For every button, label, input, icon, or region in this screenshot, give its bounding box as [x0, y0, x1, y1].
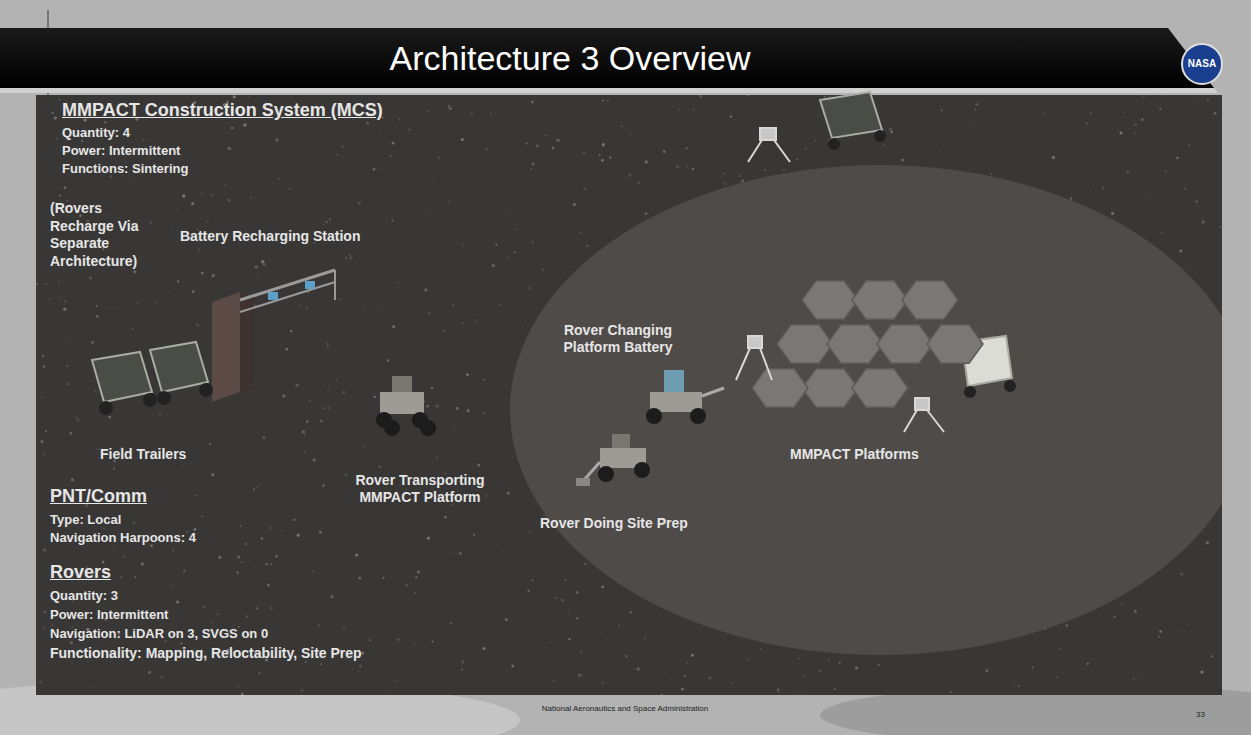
spec-line: Quantity: 3: [50, 588, 118, 604]
rover: [376, 376, 436, 436]
spec-line: Type: Local: [50, 512, 121, 528]
page-number: 33: [1196, 710, 1205, 720]
spec-line: Power: Intermittent: [50, 607, 168, 623]
callout-label: Rover Changing Platform Battery: [538, 322, 698, 356]
slide-title: Architecture 3 Overview: [330, 38, 810, 79]
rover: [646, 370, 724, 424]
field-trailer: [92, 342, 213, 415]
section-heading: PNT/Comm: [50, 486, 147, 508]
section-heading: Rovers: [50, 562, 111, 584]
spec-line: Navigation: LiDAR on 3, SVGS on 0: [50, 626, 268, 642]
work-site: [510, 165, 1222, 655]
callout-label: Field Trailers: [100, 446, 186, 463]
spec-line: Power: Intermittent: [62, 143, 180, 159]
callout-label: Rover Doing Site Prep: [540, 515, 688, 532]
spec-line: Quantity: 4: [62, 125, 130, 141]
nasa-logo: [1182, 44, 1222, 84]
spec-line: Functions: Sintering: [62, 161, 188, 177]
callout-label: MMPACT Platforms: [790, 446, 919, 463]
sintered-pad: [752, 281, 983, 408]
field-trailer: [820, 92, 886, 150]
footer-text: National Aeronautics and Space Administr…: [460, 704, 790, 714]
spec-line: Navigation Harpoons: 4: [50, 530, 196, 546]
spec-line: Functionality: Mapping, Reloctability, S…: [50, 645, 362, 662]
title-bar-edge: [0, 88, 1218, 93]
callout-label: Rover Transporting MMPACT Platform: [330, 472, 510, 506]
callout-label: (Rovers Recharge Via Separate Architectu…: [50, 200, 154, 270]
callout-label: Battery Recharging Station: [180, 228, 360, 245]
section-heading: MMPACT Construction System (MCS): [62, 100, 383, 122]
title-bar: [0, 28, 1214, 88]
mmpact-platform: [736, 128, 944, 432]
logo-text: NASA: [1185, 58, 1219, 70]
rover: [576, 434, 650, 486]
recharging-station: [212, 270, 335, 402]
